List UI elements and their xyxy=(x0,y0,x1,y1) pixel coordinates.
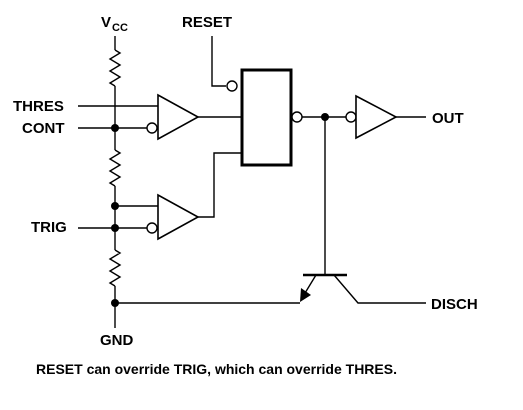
resistor-top xyxy=(108,49,122,87)
trigger-comparator-inverting-bubble xyxy=(146,222,158,234)
thres-label: THRES xyxy=(13,98,64,115)
disch-label: DISCH xyxy=(431,296,478,313)
junction-dot-trig xyxy=(111,224,119,232)
output-buffer-inverting-bubble xyxy=(345,111,357,123)
resistor-middle xyxy=(108,149,122,187)
cont-label: CONT xyxy=(22,120,65,137)
out-label: OUT xyxy=(432,110,464,127)
diagram-caption: RESET can override TRIG, which can overr… xyxy=(36,361,397,377)
reset-wire xyxy=(211,36,226,87)
trigger-output-wire xyxy=(198,152,242,218)
vcc-label: V xyxy=(101,14,111,31)
junction-dot-output xyxy=(321,113,329,121)
output-buffer xyxy=(355,94,398,140)
flip-flop-output-bubble xyxy=(291,111,303,123)
junction-dot-trig-reference xyxy=(111,202,119,210)
trigger-comparator xyxy=(157,193,200,241)
reset-inverting-bubble xyxy=(226,80,238,92)
trig-label: TRIG xyxy=(31,219,67,236)
transistor-collector-disch-wire xyxy=(333,274,426,304)
junction-dot-cont xyxy=(111,124,119,132)
threshold-comparator-inverting-bubble xyxy=(146,122,158,134)
junction-dot-ground xyxy=(111,299,119,307)
resistor-bottom xyxy=(108,249,122,287)
flip-flop xyxy=(240,68,293,167)
transistor-emitter-arrow xyxy=(300,288,311,302)
gnd-label: GND xyxy=(100,332,134,349)
reset-label: RESET xyxy=(182,14,232,31)
threshold-comparator xyxy=(157,93,200,141)
vcc-subscript: CC xyxy=(112,22,128,34)
